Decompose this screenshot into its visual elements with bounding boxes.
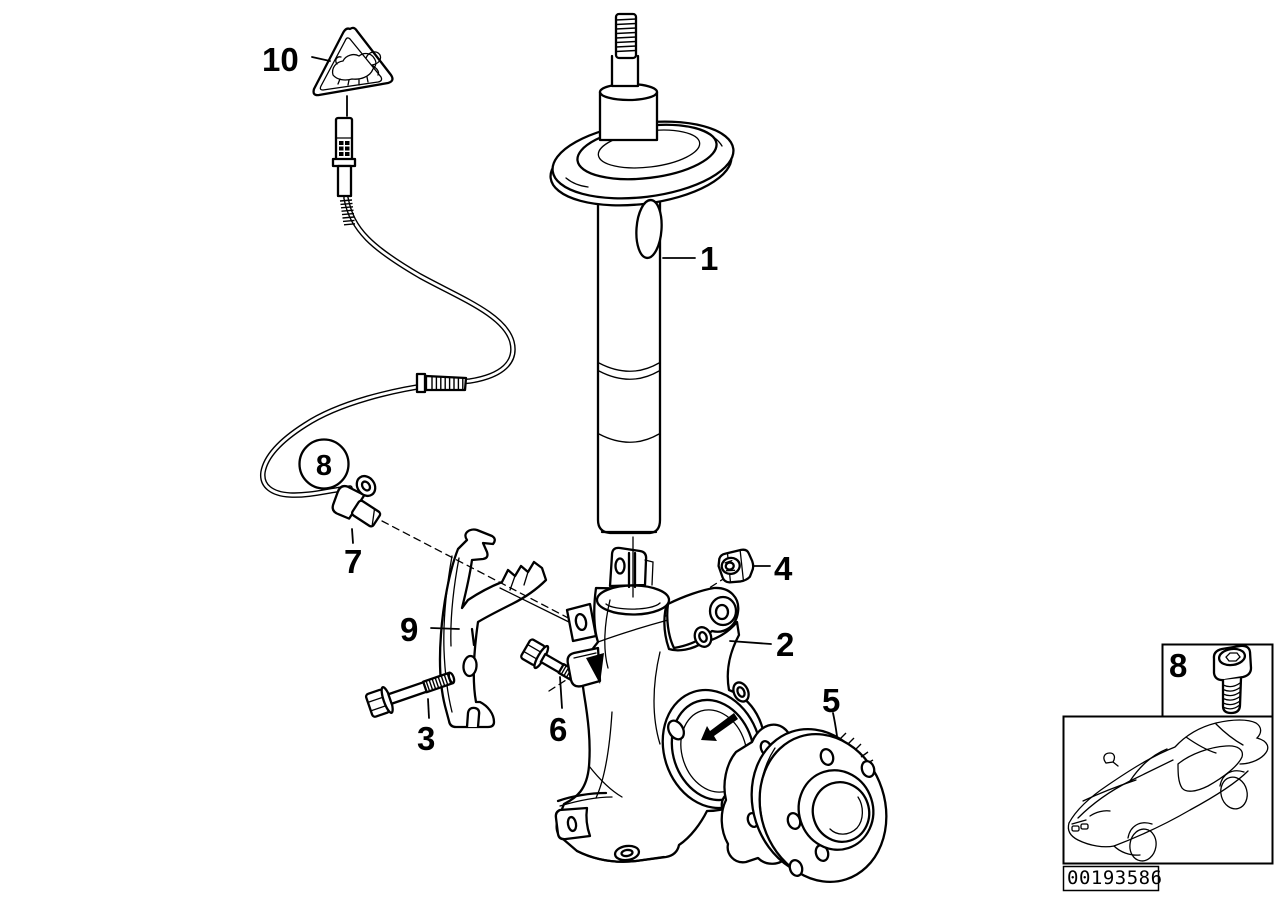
callout-label-1[interactable]: 1: [700, 240, 718, 277]
bracket-axis-line: [499, 587, 576, 626]
sensor-bracket: [438, 528, 548, 729]
direction-arrow-icon: [701, 713, 738, 741]
marten-hazard-warning-icon: [312, 26, 394, 117]
callout-label-6[interactable]: 6: [549, 711, 567, 748]
marten-glyph: [331, 51, 382, 86]
wheel-hub: [720, 723, 888, 884]
callouts: 10 1 4 2 5 6 3 9 7: [262, 41, 840, 757]
cable-connector: [331, 116, 357, 226]
callout-label-8-balloon[interactable]: 8: [316, 450, 332, 482]
image-number-box: 00193586: [1062, 865, 1163, 892]
sensor-axis-line: [381, 520, 577, 623]
callout-label-9[interactable]: 9: [400, 611, 418, 648]
shading-wedge: [586, 653, 604, 684]
socket-head-screw-icon: [1212, 644, 1253, 715]
inset-screw-box: 8: [1161, 643, 1274, 718]
callout-label-7[interactable]: 7: [344, 543, 362, 580]
callout-label-3[interactable]: 3: [417, 720, 435, 757]
image-number: 00193586: [1067, 867, 1163, 889]
car-outline-icon: [1067, 719, 1269, 862]
lock-nut: [717, 548, 755, 584]
callout-label-10[interactable]: 10: [262, 41, 299, 78]
callout-label-5[interactable]: 5: [822, 682, 840, 719]
callout-label-2[interactable]: 2: [776, 626, 794, 663]
callout-label-4[interactable]: 4: [774, 550, 793, 587]
bracket-bolt: [364, 671, 456, 718]
abs-sensor-cable: [260, 116, 516, 528]
callout-balloon-8[interactable]: 8: [298, 438, 350, 490]
inset-vehicle-box: [1062, 715, 1274, 865]
spring-strut: [549, 12, 735, 535]
abs-sensor-head: [331, 474, 382, 528]
callout-label-8-inset[interactable]: 8: [1169, 647, 1187, 684]
steering-knuckle: [554, 546, 767, 863]
